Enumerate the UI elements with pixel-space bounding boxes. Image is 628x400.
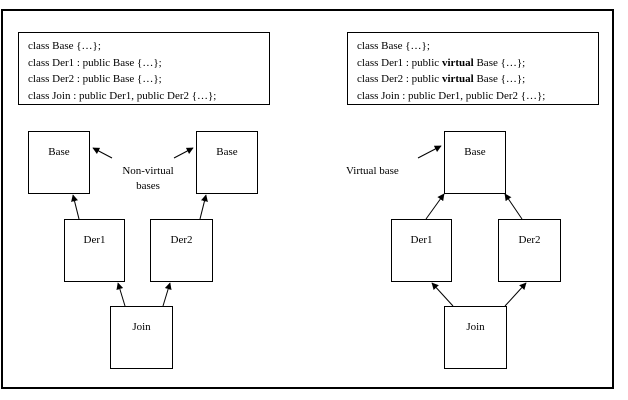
arrow-join-to-der1 — [116, 282, 126, 307]
left-join-node: Join — [110, 306, 173, 369]
code-line: class Join : public Der1, public Der2 {…… — [28, 89, 217, 102]
virtual-keyword: virtual — [441, 56, 474, 69]
right-der1-node: Der1 — [391, 219, 452, 282]
left-der1-node: Der1 — [64, 219, 125, 282]
code-line: class Der2 : public virtual Base {…}; — [357, 73, 526, 85]
code-box-non-virtual: class Base {…}; class Der1 : public Base… — [18, 32, 270, 105]
non-virtual-bases-label: Non-virtual bases — [122, 165, 174, 192]
left-base-node-2: Base — [196, 131, 258, 194]
left-der2-node: Der2 — [150, 219, 213, 282]
arrow-to-left-base-2 — [173, 147, 194, 159]
code-line: class Join : public Der1, public Der2 {…… — [357, 89, 546, 102]
code-line: class Base {…}; — [28, 40, 101, 52]
arrow-to-left-base-1 — [92, 147, 113, 159]
code-line: class Der1 : public virtual Base {…}; — [357, 56, 526, 69]
arrow-der2-to-base — [199, 194, 208, 220]
arrow-vder2-to-base — [504, 193, 523, 220]
arrow-vjoin-to-der1 — [431, 282, 454, 307]
arrow-vjoin-to-der2 — [504, 282, 527, 307]
arrow-join-to-der2 — [162, 282, 172, 307]
right-base-node: Base — [444, 131, 506, 194]
right-join-node: Join — [444, 306, 507, 369]
virtual-keyword: virtual — [441, 73, 474, 85]
code-line: class Der1 : public Base {…}; — [28, 56, 162, 69]
code-line: class Der2 : public Base {…}; — [28, 73, 162, 85]
code-line: class Base {…}; — [357, 40, 430, 52]
arrow-der1-to-base — [71, 194, 80, 220]
arrow-to-virtual-base — [417, 145, 442, 159]
virtual-base-label: Virtual base — [346, 165, 399, 177]
right-der2-node: Der2 — [498, 219, 561, 282]
code-box-virtual: class Base {…}; class Der1 : public virt… — [347, 32, 599, 105]
arrow-vder1-to-base — [425, 193, 445, 220]
left-base-node-1: Base — [28, 131, 90, 194]
